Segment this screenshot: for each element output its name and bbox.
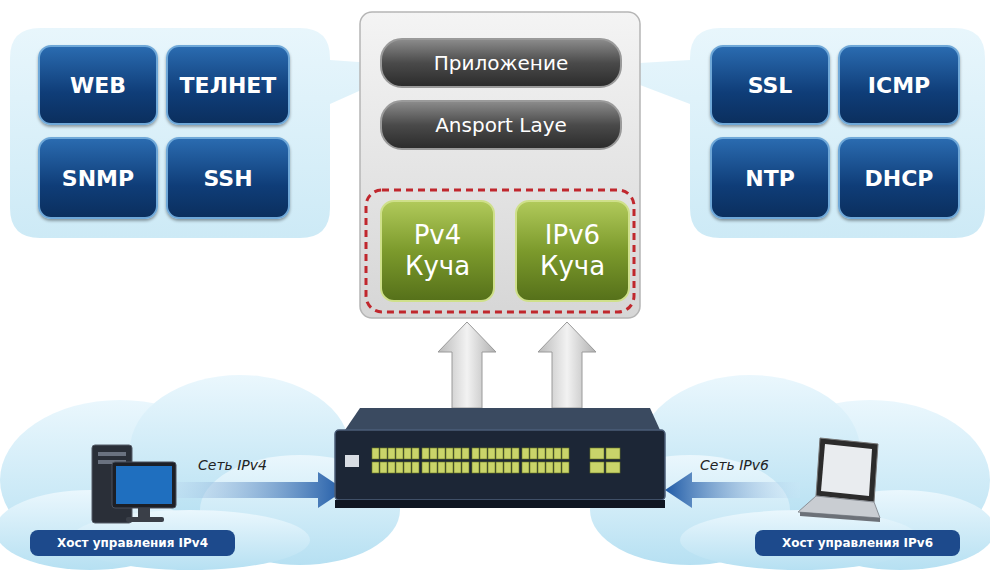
protocol-button: ТЕЛНЕТ (166, 45, 290, 125)
switch-port (446, 462, 453, 473)
layer-pill: Приложение (380, 38, 622, 88)
switch-port (412, 462, 419, 473)
switch-port (438, 462, 445, 473)
switch-port (412, 448, 419, 459)
switch-port (404, 448, 411, 459)
switch-port (480, 462, 487, 473)
switch-port (488, 448, 495, 459)
host-label-box: Хост управления IPv6 (755, 530, 960, 556)
switch-port (504, 462, 511, 473)
switch-port (438, 448, 445, 459)
node-text: NTP (745, 166, 795, 191)
protocol-button: DHCP (838, 137, 960, 219)
switch-port (496, 448, 503, 459)
switch-port (372, 462, 379, 473)
protocol-button: ICMP (838, 45, 960, 125)
switch-port (430, 448, 437, 459)
node-text: WEB (70, 73, 126, 98)
switch-port (396, 462, 403, 473)
stack-box: IPv6 Куча (515, 200, 630, 302)
switch-port (472, 448, 479, 459)
switch-port (522, 462, 529, 473)
switch-port (522, 448, 529, 459)
node-text: Хост управления IPv6 (782, 536, 933, 550)
protocol-button: SSL (710, 45, 830, 125)
ipv4-flow-arrow (150, 472, 345, 508)
node-text: ТЕЛНЕТ (180, 73, 277, 98)
node-text: IPv6 Куча (530, 220, 616, 282)
switch-port (454, 448, 461, 459)
node-text: SNMP (62, 166, 134, 191)
left-callout-panel (10, 28, 415, 238)
node-text: Приложение (434, 51, 568, 75)
switch-port (546, 448, 553, 459)
switch-port (388, 448, 395, 459)
dual-stack-frame (366, 190, 634, 312)
switch-port (606, 462, 620, 473)
switch-port (446, 448, 453, 459)
switch-port (422, 462, 429, 473)
switch-port (488, 462, 495, 473)
up-arrow (438, 322, 496, 408)
switch-port (538, 448, 545, 459)
node-text: DHCP (865, 166, 934, 191)
switch-port (538, 462, 545, 473)
node-text: SSL (748, 73, 793, 98)
stack-panel (360, 12, 640, 318)
switch-port (512, 462, 519, 473)
ipv4-host-computer (92, 445, 176, 523)
switch-port (430, 462, 437, 473)
switch-port (590, 462, 604, 473)
switch-port (562, 448, 569, 459)
switch-port (546, 462, 553, 473)
layer-pill: Ansport Laye (380, 100, 622, 150)
switch-port (530, 448, 537, 459)
switch-port (554, 462, 561, 473)
network-label: Сеть IPv6 (700, 457, 769, 473)
switch-port (554, 448, 561, 459)
protocol-button: WEB (38, 45, 158, 125)
switch-port (380, 448, 387, 459)
switch-port (512, 448, 519, 459)
node-text: Ansport Laye (435, 113, 567, 137)
switch-port (530, 462, 537, 473)
switch-port (480, 448, 487, 459)
host-label-box: Хост управления IPv4 (30, 530, 235, 556)
up-arrow (538, 322, 596, 408)
node-text: Pv4 Куча (395, 220, 481, 282)
switch-port (590, 448, 604, 459)
node-text: ICMP (868, 73, 930, 98)
switch-port (462, 448, 469, 459)
switch-port (472, 462, 479, 473)
switch-port (404, 462, 411, 473)
network-label: Сеть IPv4 (198, 457, 267, 473)
node-text: Хост управления IPv4 (57, 536, 208, 550)
node-text: SSH (203, 166, 252, 191)
switch-port (388, 462, 395, 473)
stack-box: Pv4 Куча (380, 200, 495, 302)
switch-port (606, 448, 620, 459)
switch-port (380, 462, 387, 473)
right-callout-panel (590, 28, 985, 238)
switch-port (562, 462, 569, 473)
switch-port (496, 462, 503, 473)
switch-port (454, 462, 461, 473)
protocol-button: SNMP (38, 137, 158, 219)
switch-port (504, 448, 511, 459)
switch-port (396, 448, 403, 459)
switch-port (372, 448, 379, 459)
protocol-button: SSH (166, 137, 290, 219)
protocol-button: NTP (710, 137, 830, 219)
ipv6-host-laptop (798, 438, 880, 522)
switch-port (422, 448, 429, 459)
network-switch (335, 408, 665, 508)
ipv6-flow-arrow (665, 472, 800, 508)
switch-port (462, 462, 469, 473)
